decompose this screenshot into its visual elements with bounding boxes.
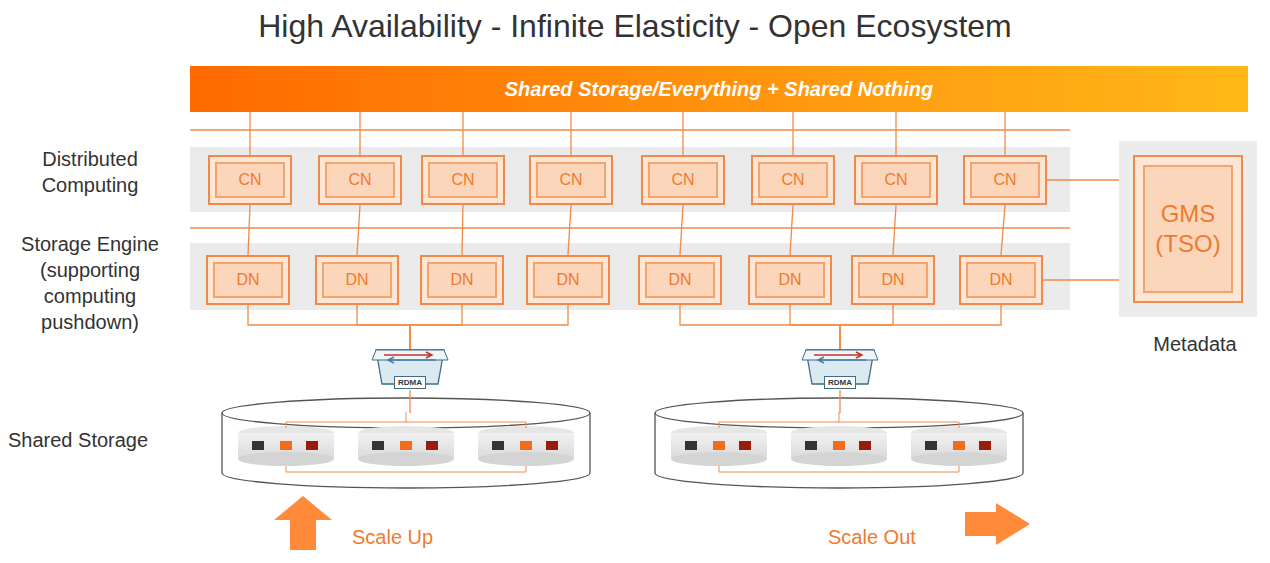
node-label: DN [556, 271, 579, 289]
node-label: CN [884, 171, 907, 189]
compute-node: CN [421, 155, 505, 205]
connector [840, 305, 893, 350]
compute-node: CN [751, 155, 835, 205]
connector [249, 112, 250, 155]
node-label: CN [781, 171, 804, 189]
data-node: DN [638, 255, 722, 305]
node-label: CN [993, 171, 1016, 189]
node-label: CN [451, 171, 474, 189]
compute-node: CN [318, 155, 402, 205]
node-label: DN [450, 271, 473, 289]
metadata-box: GMS (TSO)Metadata [1133, 155, 1243, 303]
connector [680, 205, 683, 255]
connector [790, 205, 793, 255]
connector [1047, 179, 1133, 180]
connector [359, 112, 360, 155]
node-label: DN [778, 271, 801, 289]
data-node: DN [206, 255, 290, 305]
connector [248, 205, 250, 255]
compute-node: CN [529, 155, 613, 205]
connector [410, 305, 568, 350]
connector [462, 205, 463, 255]
scale-label: Scale Up [352, 524, 472, 550]
band: Shared Storage/Everything + Shared Nothi… [190, 66, 1248, 112]
connector [895, 112, 896, 155]
node-caption: Metadata [1115, 333, 1270, 356]
data-node: DN [748, 255, 832, 305]
rdma-switch: RDMA [370, 346, 450, 390]
compute-node: CN [641, 155, 725, 205]
node-label: CN [238, 171, 261, 189]
node-label: RDMA [394, 376, 426, 389]
connector [680, 305, 840, 350]
connector [1004, 112, 1005, 155]
node-label: Shared Storage/Everything + Shared Nothi… [505, 78, 933, 101]
node-label: CN [671, 171, 694, 189]
connector [462, 112, 463, 155]
connector [790, 305, 840, 350]
connector [893, 205, 896, 255]
rdma-switch: RDMA [800, 346, 880, 390]
row-label: Shared Storage [8, 427, 198, 453]
row-label: Storage Engine (supporting computing pus… [6, 231, 174, 335]
compute-node: CN [208, 155, 292, 205]
connector [248, 305, 410, 350]
data-node: DN [851, 255, 935, 305]
connector [568, 205, 571, 255]
compute-node: CN [963, 155, 1047, 205]
node-label: DN [881, 271, 904, 289]
connector [570, 112, 571, 155]
node-label: CN [559, 171, 582, 189]
data-node: DN [959, 255, 1043, 305]
connector [840, 305, 1001, 350]
connector [792, 112, 793, 155]
node-label: DN [236, 271, 259, 289]
node-label: GMS (TSO) [1148, 199, 1228, 259]
row-label: Distributed Computing [20, 146, 160, 198]
data-node: DN [526, 255, 610, 305]
connector [357, 205, 360, 255]
connector [410, 305, 462, 350]
data-node: DN [420, 255, 504, 305]
scale-label: Scale Out [828, 524, 958, 550]
connector [1001, 205, 1005, 255]
compute-node: CN [854, 155, 938, 205]
data-node: DN [315, 255, 399, 305]
node-label: DN [668, 271, 691, 289]
node-label: DN [345, 271, 368, 289]
node-label: DN [989, 271, 1012, 289]
title: High Availability - Infinite Elasticity … [0, 8, 1270, 45]
node-label: RDMA [824, 376, 856, 389]
connector [357, 305, 410, 350]
node-label: CN [348, 171, 371, 189]
connector [1043, 279, 1133, 280]
connector [682, 112, 683, 155]
